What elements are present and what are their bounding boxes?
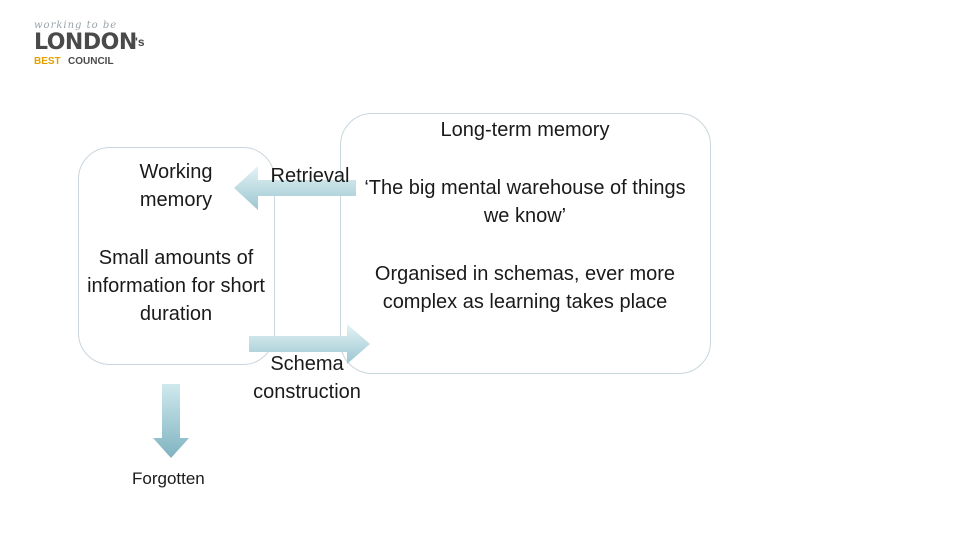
- long-term-memory-detail: Organised in schemas, ever more complex …: [374, 263, 676, 313]
- long-term-memory-description: ‘The big mental warehouse of things we k…: [364, 177, 686, 227]
- working-memory-title: Working memory: [139, 161, 213, 211]
- working-memory-description: Small amounts of information for short d…: [87, 247, 265, 325]
- schema-construction-label: Schema construction: [253, 353, 361, 403]
- logo-tagline: working to be: [34, 20, 118, 31]
- working-memory-box: [78, 147, 275, 365]
- forgotten-label: Forgotten: [132, 469, 205, 488]
- schema-construction-arrow-icon: [249, 324, 370, 364]
- logo-sub-highlight: BEST: [34, 56, 61, 67]
- retrieval-label: Retrieval: [270, 165, 350, 187]
- logo-sub-rest: COUNCIL: [68, 56, 114, 67]
- logo-name: LONDON: [34, 30, 137, 55]
- forgotten-arrow-icon: [153, 384, 189, 458]
- logo: working to be LONDON 's BEST COUNCIL: [34, 20, 164, 67]
- retrieval-arrow-icon: [234, 166, 356, 210]
- long-term-memory-title: Long-term memory: [440, 119, 610, 141]
- logo-suffix: 's: [135, 35, 145, 49]
- long-term-memory-box: [340, 113, 711, 374]
